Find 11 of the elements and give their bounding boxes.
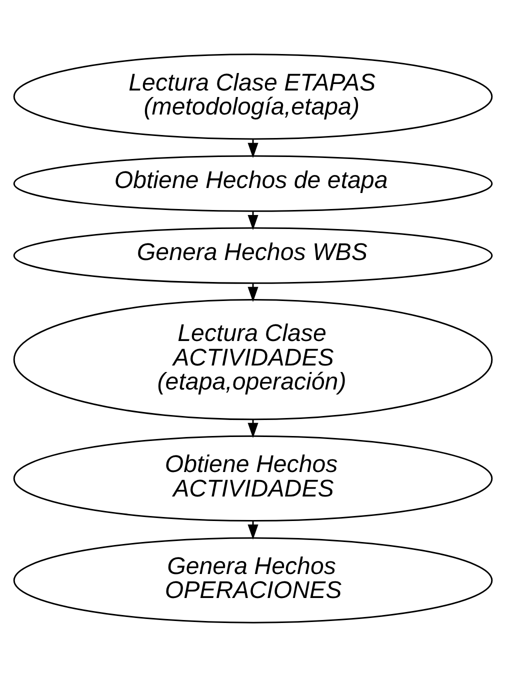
arrow xyxy=(248,211,258,230)
arrow xyxy=(248,283,258,302)
arrow xyxy=(248,419,258,438)
node-ellipse: Obtiene Hechos ACTIVIDADES xyxy=(13,434,493,522)
arrow xyxy=(248,139,258,158)
node-ellipse: Genera Hechos WBS xyxy=(13,226,493,284)
arrow xyxy=(248,520,258,540)
node-ellipse: Genera Hechos OPERACIONES xyxy=(13,536,493,623)
node-ellipse: Obtiene Hechos de etapa xyxy=(13,154,493,212)
node-ellipse: Lectura Clase ETAPAS (metodología,etapa) xyxy=(13,53,493,140)
node-ellipse: Lectura Clase ACTIVIDADES (etapa,operación) xyxy=(13,298,493,420)
